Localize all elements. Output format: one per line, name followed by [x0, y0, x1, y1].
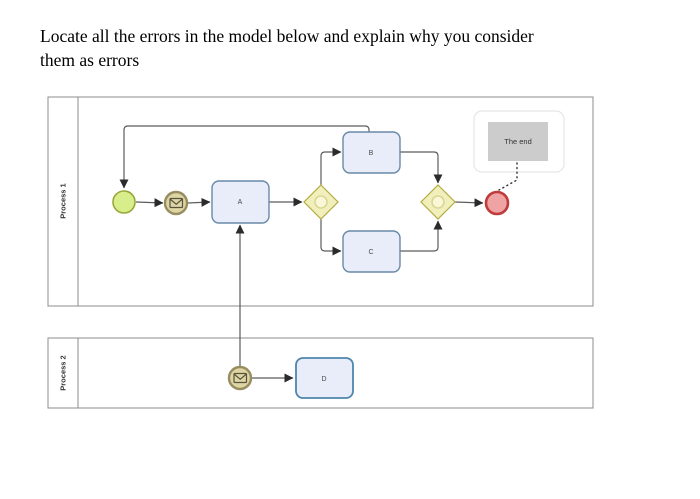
message-event-1-circle [163, 190, 189, 216]
sequence-flow-gateway-1-to-task-c [320, 219, 342, 256]
exercise-title: Locate all the errors in the model below… [40, 24, 685, 72]
annotation-the-end: The end [473, 110, 565, 191]
envelope-icon [233, 372, 248, 384]
sequence-flow-message-to-task-a [187, 197, 211, 207]
task-d-label: D [321, 376, 326, 383]
inclusive-gateway-marker-icon [314, 195, 328, 209]
task-c [342, 230, 401, 273]
sequence-flow-gateway-2-to-end [454, 198, 484, 208]
annotation-box [488, 122, 548, 161]
envelope-icon [169, 197, 184, 209]
sequence-flow-task-b-to-gateway-2 [400, 151, 443, 184]
task-d [295, 357, 354, 399]
sequence-flow-gateway-1-to-task-b [320, 147, 342, 185]
gateway-2 [420, 184, 456, 220]
sequence-flow-task-b-loop-to-start [119, 125, 370, 189]
gateway-1 [303, 184, 339, 220]
pool-1-label: Process 1 [59, 183, 68, 218]
message-event-2 [227, 365, 253, 391]
pool-2-label: Process 2 [59, 355, 68, 390]
task-a [211, 180, 270, 224]
start-event [112, 190, 136, 214]
task-c-label: C [368, 249, 373, 256]
title-line-1: Locate all the errors in the model below… [40, 26, 534, 46]
sequence-flow-start-to-message [135, 198, 164, 208]
association-dotted-line [498, 162, 518, 191]
title-line-2: them as errors [40, 50, 140, 70]
task-b [342, 131, 401, 174]
message-event-2-circle [227, 365, 253, 391]
end-event [484, 190, 510, 216]
inclusive-gateway-marker-icon [431, 195, 445, 209]
task-a-label: A [238, 199, 243, 206]
sequence-flow-task-c-to-gateway-2 [400, 220, 443, 252]
task-b-label: B [369, 150, 374, 157]
message-event-1 [163, 190, 189, 216]
annotation-label: The end [504, 137, 532, 146]
